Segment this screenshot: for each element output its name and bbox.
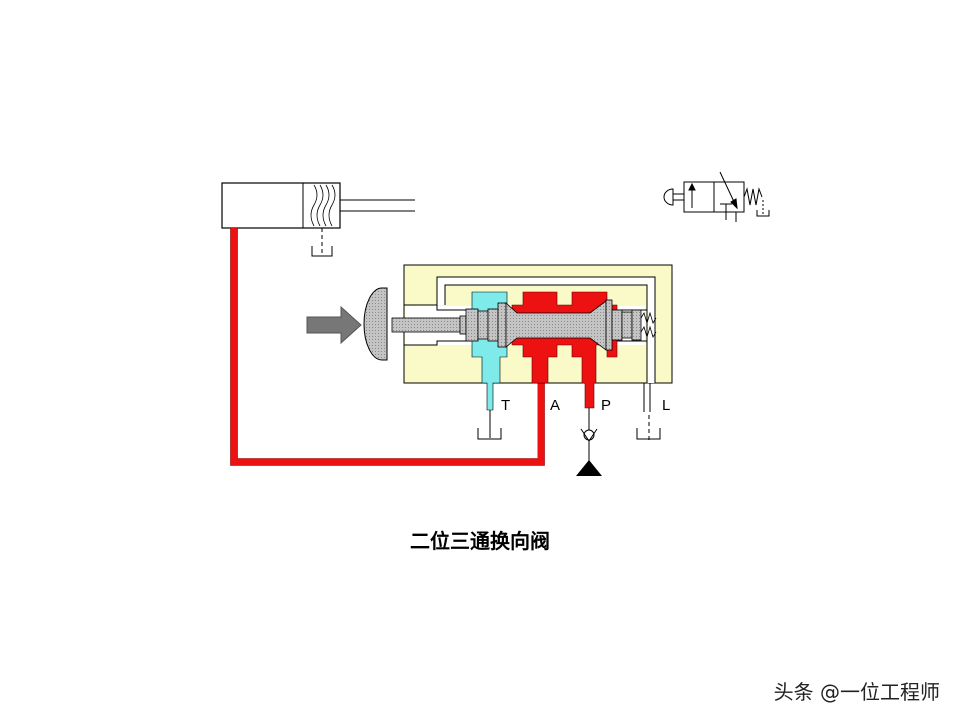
pressure-line-a: [230, 228, 545, 466]
check-valve-icon: [580, 428, 598, 442]
port-label-l: L: [662, 397, 670, 414]
port-label-p: P: [601, 397, 611, 414]
port-label-t: T: [501, 397, 510, 414]
watermark: 头条 @一位工程师: [773, 680, 940, 704]
cylinder: [221, 182, 415, 257]
pressure-source-icon: [576, 460, 602, 476]
tank-l-icon: [636, 428, 661, 440]
push-button[interactable]: [363, 287, 388, 361]
return-spring: [640, 311, 657, 339]
force-arrow-icon: [306, 305, 362, 345]
tank-t-icon: [477, 428, 502, 440]
valve-symbol: [663, 171, 770, 222]
port-label-a: A: [550, 397, 560, 414]
diagram-title: 二位三通换向阀: [410, 529, 550, 553]
spool: [391, 299, 642, 351]
